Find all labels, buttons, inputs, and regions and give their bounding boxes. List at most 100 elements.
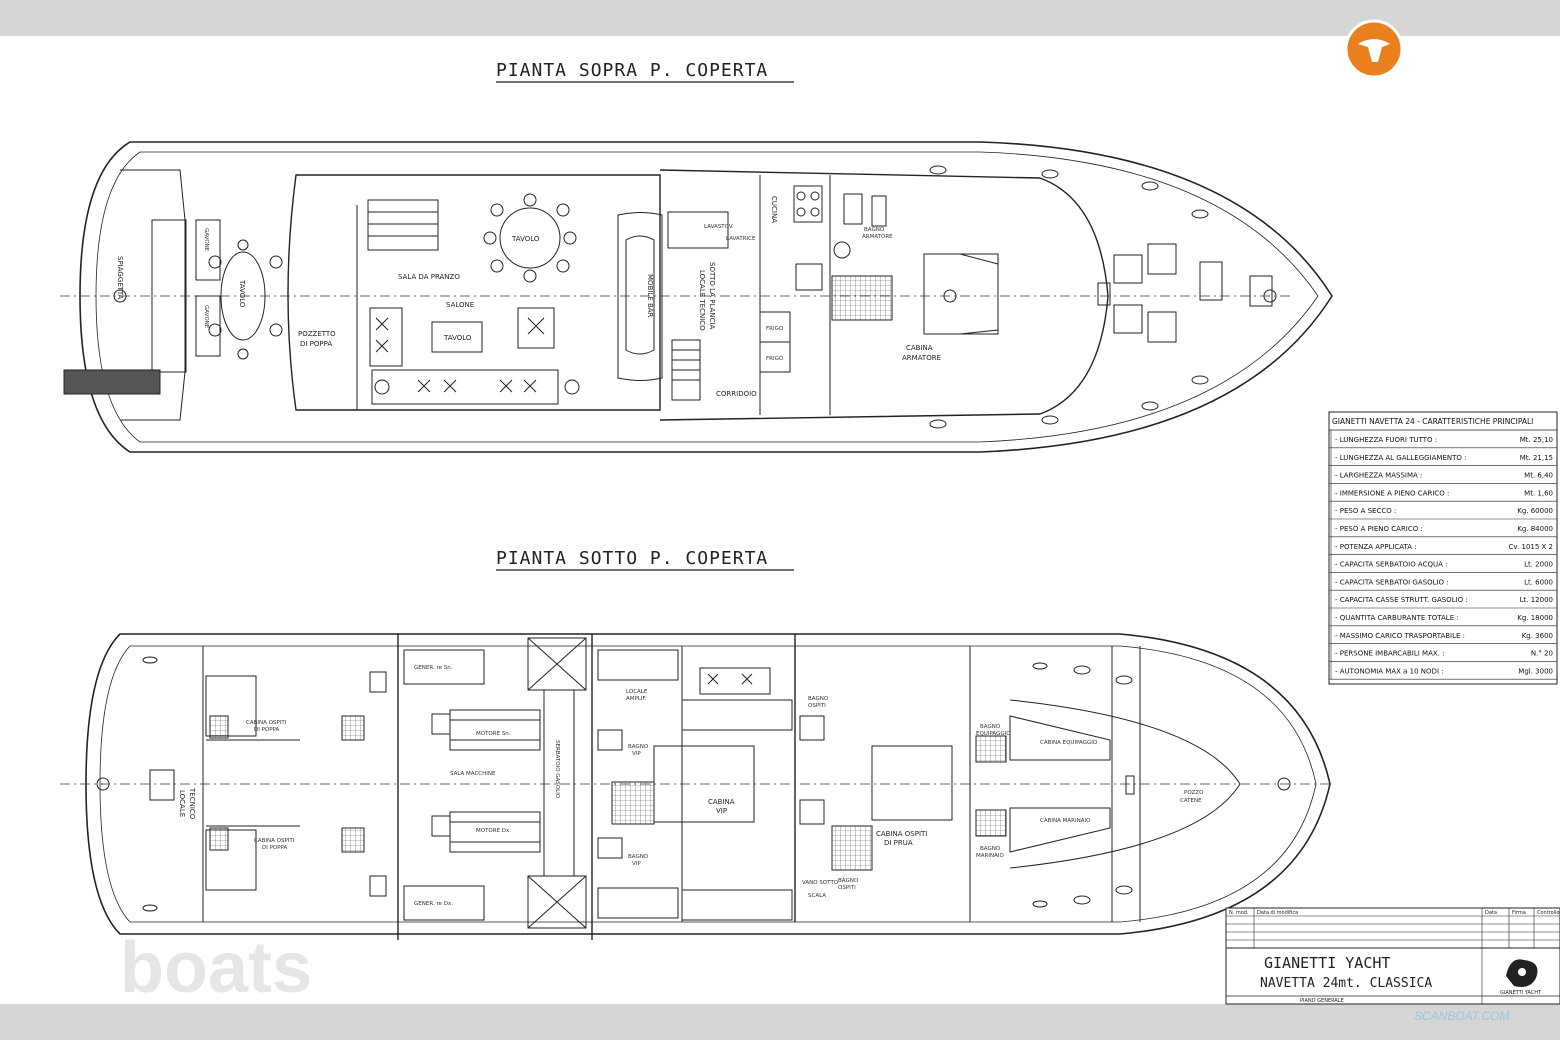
title-block-h3: Data (1485, 910, 1497, 916)
label-mobile-bar: MOBILE BAR (646, 274, 654, 318)
label-bagno-equip-4: MARINAIO (976, 853, 1004, 859)
spec-row-label: - MASSIMO CARICO TRASPORTABILE : (1335, 632, 1465, 640)
spec-row-label: - PERSONE IMBARCABILI MAX. : (1335, 650, 1444, 658)
label-frigo-2: FRIGO (766, 356, 784, 362)
label-pozzo-1: POZZO (1184, 790, 1204, 796)
brand-logo-icon (1344, 19, 1404, 79)
label-bagno-vip-1: BAGNO (628, 744, 649, 750)
drawing-sheet (0, 36, 1560, 1004)
label-cabina-equip-1: CABINA EQUIPAGGIO (1040, 740, 1098, 746)
spec-table: GIANETTI NAVETTA 24 - CARATTERISTICHE PR… (1328, 411, 1558, 685)
label-pozzetto-2: DI POPPA (300, 340, 332, 348)
lower-deck-plan (85, 633, 1331, 940)
label-cabina-armatore-1: CABINA (906, 344, 933, 352)
label-gavone-1: GAVONE (203, 228, 209, 252)
label-pozzo-2: CATENE (1180, 798, 1202, 804)
spec-row-label: - CAPACITA SERBATOIO ACQUA : (1335, 561, 1448, 569)
spec-row-label: - POTENZA APPLICATA : (1335, 543, 1417, 551)
title-block-h1: N. mod. (1229, 910, 1249, 916)
spec-row-value: Mt. 21,15 (1520, 454, 1553, 462)
upper-deck-title: PIANTA SOPRA P. COPERTA (496, 60, 768, 81)
gianetti-logo-icon (1506, 959, 1538, 987)
label-bagno-armatore-1: BAGNO (864, 227, 885, 233)
label-cabina-vip-1: CABINA (708, 798, 735, 806)
label-vano-sotto-1: VANO SOTTO (802, 880, 839, 886)
spec-row-label: - AUTONOMIA MAX a 10 NODI : (1335, 667, 1444, 675)
watermark-boats: boats (120, 928, 312, 1008)
title-block-line3: PIANO GENERALE (1300, 998, 1344, 1004)
label-bagno-equip-2: EQUIPAGGIO (976, 731, 1011, 737)
spec-row-value: Kg. 18000 (1517, 614, 1553, 622)
spec-row-label: - IMMERSIONE A PIENO CARICO : (1335, 489, 1449, 497)
label-serbatoio: SERBATOIO GASOLIO (554, 740, 560, 799)
label-tavolo-pranzo: TAVOLO (511, 235, 540, 243)
label-bagno-equip-3: BAGNO (980, 846, 1001, 852)
title-block-logo-text: GIANETTI YACHT (1500, 990, 1542, 996)
spec-row-label: - LUNGHEZZA FUORI TUTTO : (1335, 436, 1437, 444)
label-locale-amp-2: AMPLIF. (626, 696, 647, 702)
label-bagno-ospiti-4: OSPITI (838, 885, 856, 891)
label-cabina-armatore-2: ARMATORE (902, 354, 941, 362)
label-bagno-ospiti-1: BAGNO (808, 696, 829, 702)
spec-row-value: Mt. 6,40 (1524, 472, 1553, 480)
spec-row-value: Kg. 3600 (1522, 632, 1553, 640)
spec-row-value: Mt. 25,10 (1520, 436, 1553, 444)
label-cabina-ospiti-poppa-b1: CABINA OSPITI (254, 838, 295, 844)
label-bagno-ospiti-2: OSPITI (808, 703, 826, 709)
title-block: N. mod. Data di modifica Data Firma Cont… (1225, 907, 1560, 1005)
watermark-site: SCANBOAT.COM (1414, 1009, 1509, 1023)
spec-row-value: Kg. 60000 (1517, 507, 1553, 515)
label-locale-tecnico-2: SOTTO LA PLANCIA (708, 262, 716, 329)
top-bar (0, 0, 1560, 36)
spec-row-label: - CAPACITA CASSE STRUTT. GASOLIO : (1335, 596, 1468, 604)
label-lavatrice: LAVATRICE (726, 236, 756, 242)
spec-row-value: Mgl. 3000 (1518, 667, 1553, 675)
label-cucina: CUCINA (770, 196, 778, 223)
label-bagno-armatore-2: ARMATORE (862, 234, 893, 240)
spec-row-value: Mt. 1,60 (1524, 489, 1553, 497)
label-cabina-ospiti-poppa-b2: DI POPPA (262, 845, 288, 851)
label-locale-tecnico-1: LOCALE (178, 790, 186, 817)
spec-row-label: - LUNGHEZZA AL GALLEGGIAMENTO : (1335, 454, 1467, 462)
label-frigo-1: FRIGO (766, 326, 784, 332)
label-bagno-equip-1: BAGNO (980, 724, 1001, 730)
bottom-bar (0, 1004, 1560, 1040)
label-gener-sn: GENER. re Sn. (414, 665, 453, 671)
label-salone: SALONE (446, 301, 474, 309)
label-gener-dx: GENER. re Dx. (414, 901, 453, 907)
spec-row-label: - CAPACITA SERBATOI GASOLIO : (1335, 578, 1449, 586)
spec-row-value: Lt. 6000 (1524, 578, 1553, 586)
label-lavastoviglie: LAVASTOV. (704, 224, 734, 230)
label-motore-dx: MOTORE Dx. (476, 828, 511, 834)
label-spiaggetta: SPIAGGETTA (116, 256, 124, 300)
label-corridoio: CORRIDOIO (716, 390, 757, 398)
spec-row-value: Lt. 12000 (1520, 596, 1553, 604)
label-vano-sotto-2: SCALA (808, 893, 826, 899)
spec-row-value: N.° 20 (1531, 650, 1553, 658)
spec-row-value: Cv. 1015 X 2 (1509, 543, 1553, 551)
label-cabina-ospiti-poppa-a1: CABINA OSPITI (246, 720, 287, 726)
label-locale-tecnico-2: TECNICO (188, 787, 196, 820)
label-tavolo-poppa: TAVOLO (238, 279, 246, 308)
spec-row-value: Kg. 84000 (1517, 525, 1553, 533)
spec-row-label: - PESO A SECCO : (1335, 507, 1396, 515)
label-locale-tecnico-1: LOCALE TECNICO (698, 270, 706, 331)
spec-row-label: - LARGHEZZA MASSIMA : (1335, 472, 1422, 480)
spec-row-label: - QUANTITA CARBURANTE TOTALE : (1335, 614, 1459, 622)
title-block-h4: Firma (1512, 910, 1526, 916)
title-block-h2: Data di modifica (1257, 910, 1298, 916)
label-locale-amp-1: LOCALE (626, 689, 648, 695)
label-cabina-ospiti-poppa-a2: DI POPPA (254, 727, 280, 733)
label-bagno-ospiti-3: BAGNO (838, 878, 859, 884)
label-bagno-vip-4: VIP (632, 861, 641, 867)
label-cabina-ospiti-prua-2: DI PRUA (884, 839, 913, 847)
label-pozzetto-1: POZZETTO (298, 330, 336, 338)
label-motore-sn: MOTORE Sn. (476, 731, 511, 737)
spec-row-value: Lt. 2000 (1524, 561, 1553, 569)
upper-deck-plan (63, 141, 1333, 453)
spec-table-title: GIANETTI NAVETTA 24 - CARATTERISTICHE PR… (1332, 417, 1533, 426)
title-block-line1: GIANETTI YACHT (1264, 954, 1390, 972)
label-bagno-vip-2: VIP (632, 751, 641, 757)
label-sala-macchine: SALA MACCHINE (450, 771, 496, 777)
